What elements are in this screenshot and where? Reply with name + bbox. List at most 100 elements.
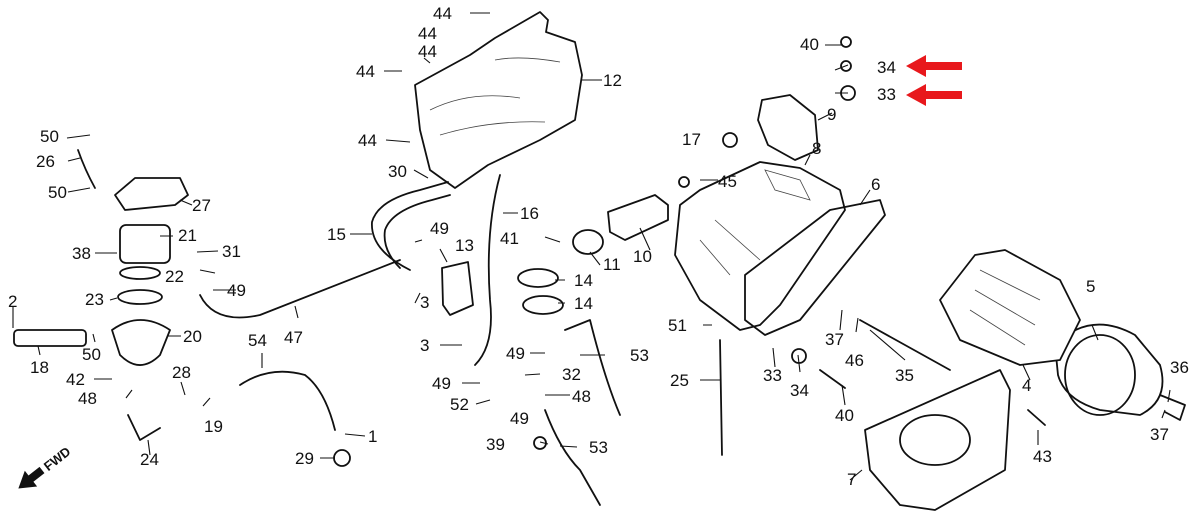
leader-lines [12, 12, 1171, 481]
callout-31: 31 [222, 242, 241, 261]
callout-8: 8 [812, 139, 821, 158]
callout-40: 40 [835, 406, 854, 425]
callout-26: 26 [36, 152, 55, 171]
fwd-label: FWD [41, 444, 74, 474]
callout-32: 32 [562, 365, 581, 384]
callout-21: 21 [178, 226, 197, 245]
callout-34: 34 [790, 381, 809, 400]
part-26-hose [77, 149, 96, 189]
part-14-clamp-a [517, 268, 559, 288]
callout-33: 33 [877, 85, 896, 104]
callout-22: 22 [165, 267, 184, 286]
callout-41: 41 [500, 229, 519, 248]
callout-27: 27 [192, 196, 211, 215]
callout-45: 45 [718, 172, 737, 191]
part-25-tube [719, 339, 723, 456]
part-15-hose-inner [383, 194, 451, 269]
part-39-clip [533, 436, 547, 450]
part-22-diaphragm [119, 266, 161, 280]
callout-46: 46 [845, 351, 864, 370]
callout-40: 40 [800, 35, 819, 54]
callout-3: 3 [420, 336, 429, 355]
part-40b-bolt [819, 369, 846, 389]
part-21-pump [119, 224, 171, 264]
part-drawings [13, 11, 1164, 511]
callout-42: 42 [66, 370, 85, 389]
callout-10: 10 [633, 247, 652, 266]
callout-47: 47 [284, 328, 303, 347]
part-10-intake [607, 194, 669, 241]
part-54-hose [239, 370, 336, 431]
part-36-clip [1159, 394, 1186, 421]
part-34b-washer [791, 348, 807, 364]
part-29-cap [333, 449, 351, 467]
callout-37: 37 [1150, 425, 1169, 444]
callout-44: 44 [433, 4, 452, 23]
callout-20: 20 [183, 327, 202, 346]
callout-16: 16 [520, 204, 539, 223]
callout-19: 19 [204, 417, 223, 436]
part-27-bracket [114, 177, 189, 211]
callout-2: 2 [8, 292, 17, 311]
callout-49: 49 [506, 344, 525, 363]
callout-4: 4 [1022, 376, 1031, 395]
part-14-clamp-b [522, 295, 564, 315]
part-17-fitting [722, 132, 738, 148]
callout-18: 18 [30, 358, 49, 377]
part-33-grommet [840, 85, 856, 101]
callout-5: 5 [1086, 277, 1095, 296]
red-arrow-33 [906, 84, 962, 106]
part-9-snorkel [757, 94, 819, 161]
callout-36: 36 [1170, 358, 1189, 377]
callout-3: 3 [420, 293, 429, 312]
callout-13: 13 [455, 236, 474, 255]
highlight-arrows [906, 55, 962, 106]
part-15-hose [371, 181, 449, 271]
callout-30: 30 [388, 162, 407, 181]
callout-50: 50 [82, 345, 101, 364]
small-parts [333, 36, 1186, 467]
callout-1: 1 [368, 427, 377, 446]
part-16-hose [474, 174, 501, 366]
callout-7: 7 [847, 470, 856, 489]
callout-29: 29 [295, 449, 314, 468]
callout-54: 54 [248, 331, 267, 350]
part-7-hole [899, 414, 971, 466]
callout-34: 34 [877, 58, 896, 77]
red-arrow-34 [906, 55, 962, 77]
callout-48: 48 [78, 389, 97, 408]
callout-35: 35 [895, 366, 914, 385]
callout-28: 28 [172, 363, 191, 382]
callout-33: 33 [763, 366, 782, 385]
leader-line [544, 44, 1171, 481]
part-40-bolt [840, 36, 852, 48]
callout-12: 12 [603, 71, 622, 90]
callout-numbers: 1 2 3 3 4 5 6 7 8 9 10 11 12 13 14 14 15… [8, 4, 1189, 489]
part-47-tube [199, 259, 401, 319]
fwd-indicator: FWD [18, 444, 74, 489]
callout-49: 49 [510, 409, 529, 428]
callout-11: 11 [603, 255, 621, 274]
part-8-detail [699, 169, 811, 276]
callout-53: 53 [630, 346, 649, 365]
leader-line [12, 12, 578, 459]
callout-44: 44 [418, 42, 437, 61]
callout-51: 51 [668, 316, 687, 335]
part-12-detail [429, 57, 561, 136]
part-45-screw [678, 176, 690, 188]
part-35-rod [859, 319, 951, 371]
part-20-strainer [111, 319, 171, 366]
callout-44: 44 [418, 24, 437, 43]
callout-44: 44 [358, 131, 377, 150]
callout-49: 49 [227, 281, 246, 300]
part-8-air-case [674, 161, 846, 331]
callout-37: 37 [825, 330, 844, 349]
callout-15: 15 [327, 225, 346, 244]
callout-53: 53 [589, 438, 608, 457]
callout-17: 17 [682, 130, 701, 149]
part-53-hose-upper [564, 319, 621, 416]
part-13-fuel-filter [441, 261, 474, 316]
callout-9: 9 [827, 105, 836, 124]
callout-52: 52 [450, 395, 469, 414]
part-4-detail [969, 269, 1041, 346]
